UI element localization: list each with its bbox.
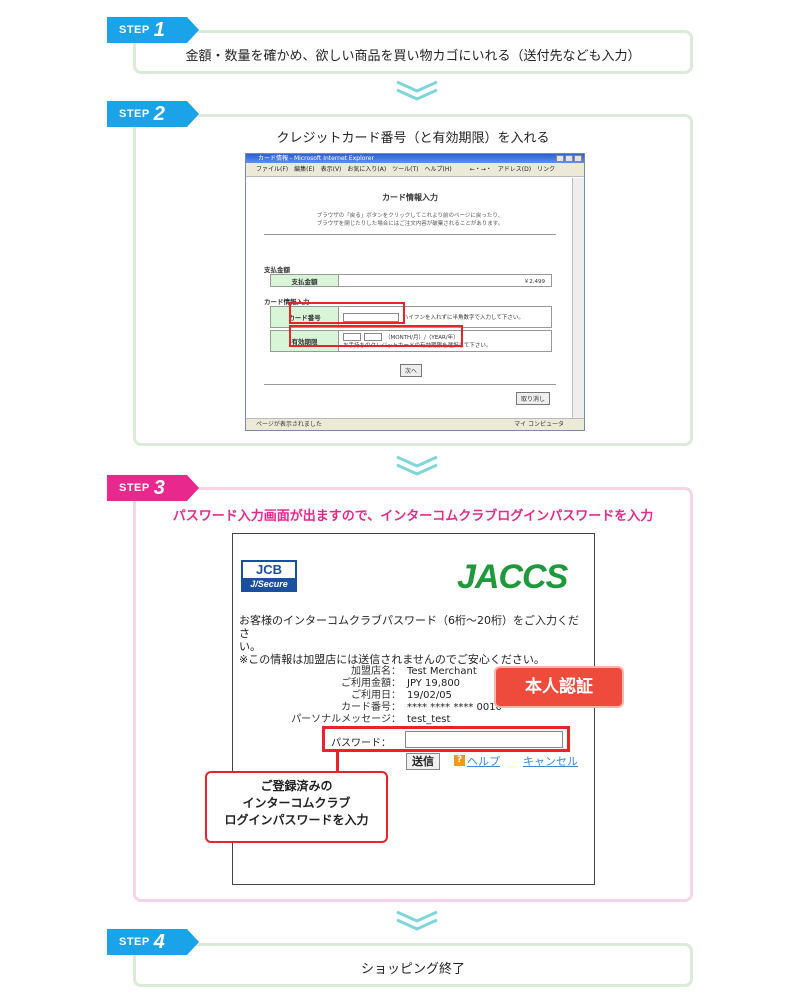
password-input[interactable] <box>405 731 563 748</box>
info-key: パーソナルメッセージ： <box>291 714 401 725</box>
browser-content: カード情報入力 ブラウザの「戻る」ボタンをクリックしてこれより前のページに戻った… <box>250 178 570 418</box>
step-number: 4 <box>153 930 165 953</box>
status-bar: ページが表示されました マイ コンピュータ <box>246 418 584 430</box>
step-number: 2 <box>153 102 165 125</box>
message-line: お客様のインターコムクラブパスワード（6桁～20桁）をご入力くださ <box>239 614 579 640</box>
help-link[interactable]: ヘルプ <box>467 755 500 768</box>
step-number: 1 <box>153 18 165 41</box>
cancel-button[interactable]: 取り消し <box>516 392 551 405</box>
message-line: い。 <box>239 640 261 653</box>
step4-box: ショッピング終了 <box>133 943 693 987</box>
info-key: ご利用日： <box>351 690 401 701</box>
expiry-highlight <box>289 325 463 347</box>
page-note: ブラウザの「戻る」ボタンをクリックしてこれより前のページに戻ったり、 ブラウザを… <box>250 212 570 228</box>
window-controls <box>556 155 582 162</box>
expiry-selects: （MONTH/月）/（YEAR/年） <box>343 333 459 341</box>
jcb-logo-bottom: J/Secure <box>243 578 295 590</box>
info-row: ご利用日： 19/02/05 <box>233 690 596 702</box>
year-select[interactable] <box>364 333 382 341</box>
message-line: ※この情報は加盟店には送信されませんのでご安心ください。 <box>239 653 545 666</box>
browser-title: カード情報 - Microsoft Internet Explorer <box>258 155 374 162</box>
password-highlight <box>322 726 570 752</box>
chevron-down-icon <box>396 80 438 101</box>
close-icon[interactable] <box>574 155 582 162</box>
maximize-icon[interactable] <box>565 155 573 162</box>
callout-line: ログインパスワードを入力 <box>224 813 369 827</box>
card-number-highlight <box>289 302 405 324</box>
zone-text: マイ コンピュータ <box>514 421 564 428</box>
password-callout: ご登録済みの インターコムクラブ ログインパスワードを入力 <box>205 771 388 843</box>
callout-line: インターコムクラブ <box>242 796 351 810</box>
step-label: STEP <box>119 108 150 120</box>
callout-pointer <box>336 749 339 773</box>
auth-message: お客様のインターコムクラブパスワード（6桁～20桁）をご入力くださ い。 ※この… <box>239 614 589 666</box>
info-value: test_test <box>407 714 451 725</box>
minimize-icon[interactable] <box>556 155 564 162</box>
info-row: 加盟店名： Test Merchant <box>233 666 596 678</box>
status-text: ページが表示されました <box>256 421 322 428</box>
page-heading: カード情報入力 <box>382 193 438 202</box>
transaction-info: 加盟店名： Test Merchant ご利用金額： JPY 19,800 ご利用日… <box>233 666 596 726</box>
step-label: STEP <box>119 482 150 494</box>
payment-section-title: 支払金額 <box>264 266 290 274</box>
payment-label: 支払金額 <box>271 275 339 286</box>
jcb-jsecure-logo: JCB J/Secure <box>241 560 297 592</box>
step1-tab: STEP 1 <box>107 17 199 43</box>
step3-tab: STEP 3 <box>107 475 199 501</box>
scrollbar[interactable] <box>572 178 584 418</box>
step4-tab: STEP 4 <box>107 929 199 955</box>
expiry-hint: （MONTH/月）/（YEAR/年） <box>385 335 459 341</box>
info-value: **** **** **** 0010 <box>407 702 502 713</box>
payment-row: 支払金額 ￥2,499 <box>270 274 552 287</box>
step1-box: 金額・数量を確かめ、欲しい商品を買い物カゴにいれる（送付先なども入力） <box>133 30 693 74</box>
chevron-down-icon <box>396 910 438 931</box>
browser-window: カード情報 - Microsoft Internet Explorer ファイル… <box>245 153 585 431</box>
step3-text: パスワード入力画面が出ますので、インターコムクラブログインパスワードを入力 <box>172 509 654 524</box>
next-button[interactable]: 次へ <box>400 364 423 377</box>
info-key: ご利用金額： <box>341 678 401 689</box>
card-number-hint: ハイフンを入れずに半角数字で入力して下さい。 <box>403 315 524 321</box>
step1-text: 金額・数量を確かめ、欲しい商品を買い物カゴにいれる（送付先なども入力） <box>185 49 641 64</box>
jaccs-logo: JACCS <box>457 558 568 596</box>
info-key: 加盟店名： <box>351 666 401 677</box>
help-icon[interactable]: ? <box>454 755 465 766</box>
note-line: ブラウザを閉じたりした場合にはご注文内容が破棄されることがあります。 <box>316 221 504 227</box>
card-number-cell: ハイフンを入れずに半角数字で入力して下さい。 <box>339 307 551 327</box>
cancel-link[interactable]: キャンセル <box>523 755 578 768</box>
callout-line: ご登録済みの <box>260 779 333 793</box>
info-row: ご利用金額： JPY 19,800 <box>233 678 596 690</box>
card-section-title: カード情報入力 <box>264 298 310 306</box>
payment-value: ￥2,499 <box>523 278 545 285</box>
divider <box>264 234 556 235</box>
step-label: STEP <box>119 936 150 948</box>
step4-text: ショッピング終了 <box>360 962 465 977</box>
card-number-input[interactable] <box>343 312 399 322</box>
divider <box>264 384 556 385</box>
password-label: パスワード： <box>331 738 391 749</box>
browser-titlebar: カード情報 - Microsoft Internet Explorer <box>246 154 584 163</box>
step-label: STEP <box>119 24 150 36</box>
auth-screen: JCB J/Secure JACCS お客様のインターコムクラブパスワード（6桁… <box>232 533 595 885</box>
chevron-down-icon <box>396 455 438 476</box>
step2-text: クレジットカード番号（と有効期限）を入れる <box>276 131 550 146</box>
browser-menubar[interactable]: ファイル(F) 編集(E) 表示(V) お気に入り(A) ツール(T) ヘルプ(… <box>246 163 584 177</box>
submit-button[interactable]: 送信 <box>406 753 440 770</box>
step-number: 3 <box>153 476 165 499</box>
step2-tab: STEP 2 <box>107 101 199 127</box>
info-key: カード番号： <box>341 702 401 713</box>
info-row: カード番号： **** **** **** 0010 <box>233 702 596 714</box>
identity-auth-badge: 本人認証 <box>496 668 622 706</box>
jcb-logo-top: JCB <box>243 562 295 578</box>
info-value: Test Merchant <box>407 666 477 677</box>
info-value: JPY 19,800 <box>407 678 461 689</box>
info-row: パーソナルメッセージ： test_test <box>233 714 596 726</box>
info-value: 19/02/05 <box>407 690 452 701</box>
month-select[interactable] <box>343 333 361 341</box>
note-line: ブラウザの「戻る」ボタンをクリックしてこれより前のページに戻ったり、 <box>316 213 504 219</box>
